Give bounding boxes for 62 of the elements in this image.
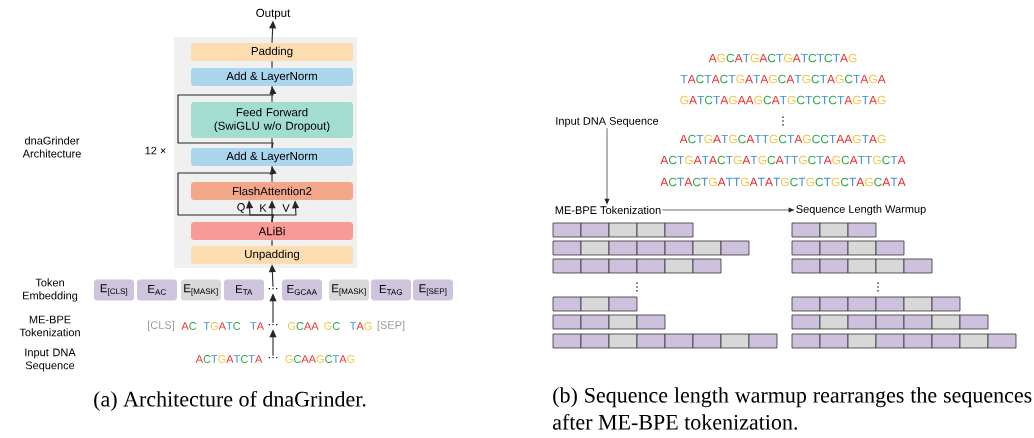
dna-sequence: GATCTAGAAGCATGCTCTCTAGTAG <box>680 95 886 105</box>
edge-label: V <box>281 203 291 213</box>
ellipsis: ⋮ <box>782 116 784 126</box>
ellipsis: ⋯ <box>268 287 278 290</box>
ellipsis: ⋮ <box>636 282 638 292</box>
embedding-box: E$_{AC}$ <box>137 279 177 301</box>
connector-line <box>271 165 273 183</box>
node-label: E$_{TAG}$ <box>379 285 402 295</box>
ellipsis: ⋯ <box>268 356 278 359</box>
skip-arrow <box>177 86 277 149</box>
embedding-box: E$_{[SEP]}$ <box>413 279 453 301</box>
embedding-box: E$_{[CLS]}$ <box>94 279 134 301</box>
ellipsis: ⋮ <box>877 282 879 292</box>
layer-box: FlashAttention2 <box>191 182 353 200</box>
token-text: AC <box>181 322 197 330</box>
dna-sequence: ACTGATACTGATGCATTGCTAGCATTGCTA <box>660 155 906 165</box>
embedding-box: E$_{[MASK]}$ <box>181 279 221 301</box>
embedding-box: E$_{TAG}$ <box>371 279 411 301</box>
embedding-box: E$_{TA}$ <box>224 279 264 301</box>
caption: (b) Sequence length warmup rearranges the sequences after ME-BPE tokenization. <box>552 387 1032 430</box>
row-label: ME-BPE Tokenization <box>19 315 80 337</box>
row-label: Input DNA Sequence <box>25 348 76 372</box>
panel-title: dnaGrinder Architecture <box>22 136 81 158</box>
dna-sequence: AGCATGACTGATCTCTAG <box>708 53 857 63</box>
flow-arrow <box>662 207 795 213</box>
skip-arrow <box>177 166 277 223</box>
embedding-box: E$_{GCAA}$ <box>282 279 322 301</box>
edge-label: Q <box>236 202 246 214</box>
layer-box: Padding <box>191 43 353 61</box>
step-label: ME-BPE Tokenization <box>555 205 661 215</box>
caption: (a) Architecture of dnaGrinder. <box>94 390 366 412</box>
dna-sequence: ACTGATGCATTGCTAGCCTAAGTAG <box>679 134 886 144</box>
token-text: GC <box>324 322 340 330</box>
token-text: TAG <box>349 322 372 330</box>
edge-label: K <box>258 203 268 213</box>
connector-line <box>271 137 273 149</box>
repeat-count: 12 × <box>145 146 166 155</box>
dna-sequence: ACTACTGATTGATATGCTGCTGCTAGCATA <box>660 177 906 187</box>
step-label: Input DNA Sequence <box>556 117 659 127</box>
arrow <box>269 329 277 357</box>
token-text: [CLS] <box>148 320 174 332</box>
step-label: Sequence Length Warmup <box>796 204 926 216</box>
output-text: Output <box>256 8 291 20</box>
token-text: TGATC <box>203 322 241 330</box>
dna-sequence: TACTACTGATAGCATGCTAGCTAGA <box>680 74 886 84</box>
row-label: Token Embedding <box>23 278 78 302</box>
arrow <box>269 20 277 44</box>
ellipsis: ⋯ <box>268 323 278 326</box>
embedding-box: E$_{[MASK]}$ <box>329 279 369 301</box>
connector-line <box>271 239 273 247</box>
connector-line <box>271 60 273 69</box>
flow-arrow <box>604 127 610 205</box>
dna-sequence: ACTGATCTA <box>195 355 263 363</box>
node-label: E$_{[SEP]}$ <box>419 284 447 296</box>
arrow <box>269 293 277 324</box>
arrow <box>268 200 276 223</box>
token-text: TA <box>250 322 264 330</box>
arrow <box>268 264 276 288</box>
layer-box: Feed Forward (SwiGLU w/o Dropout) <box>191 102 353 138</box>
dna-sequence: GCAAGCTAG <box>285 355 355 363</box>
token-text: GCAA <box>287 322 319 330</box>
token-text: [SEP] <box>377 320 405 332</box>
